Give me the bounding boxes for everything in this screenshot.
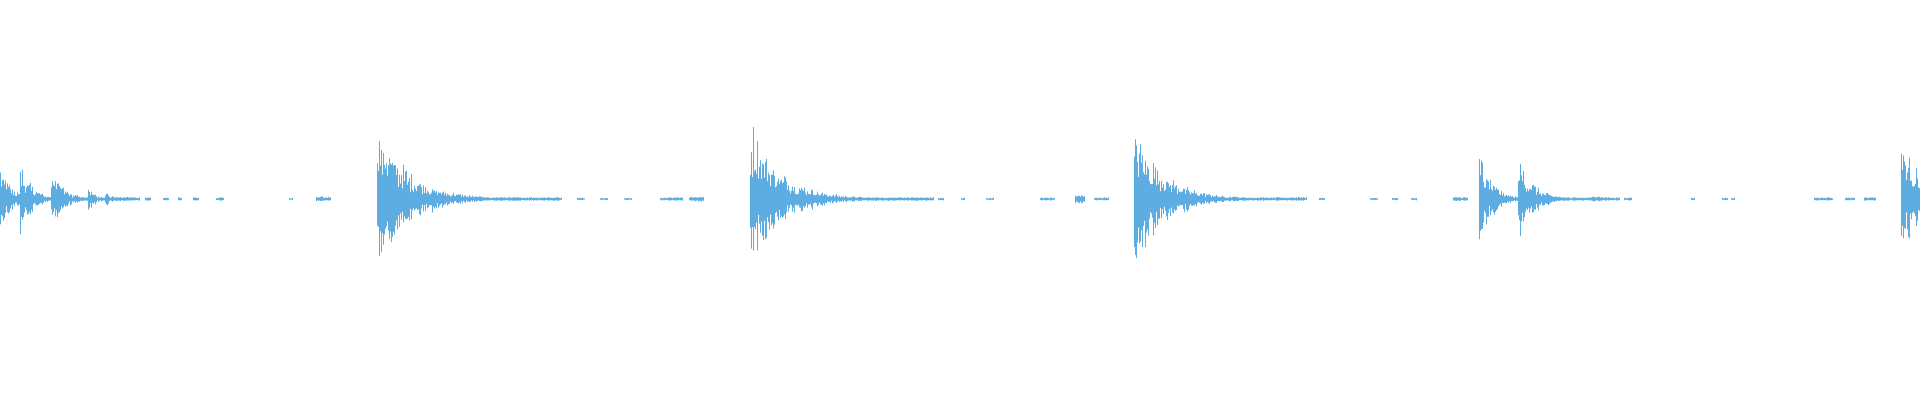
waveform-path <box>0 127 1920 259</box>
waveform-trace <box>0 127 1920 259</box>
